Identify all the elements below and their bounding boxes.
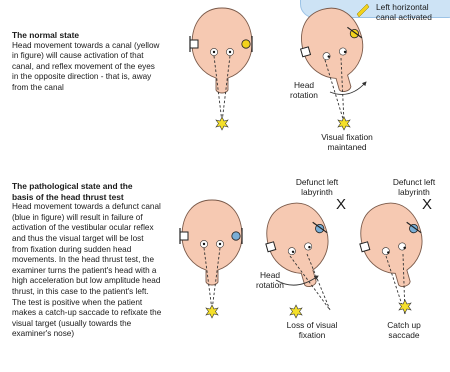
blue-canal-icon	[232, 232, 240, 240]
label-line: Loss of visual	[270, 320, 354, 330]
label-head-rotation-top: Head rotation	[280, 80, 328, 100]
label-line: labyrinth	[378, 187, 450, 197]
visual-target-star	[399, 300, 411, 313]
label-line: Head	[280, 80, 328, 90]
mark-x-b: X	[420, 197, 434, 213]
label-line: Defunct left	[282, 177, 352, 187]
label-line: Left horizontal	[376, 2, 450, 12]
head-outline	[192, 8, 252, 93]
visual-target-star	[338, 117, 350, 130]
head-normal-straight	[190, 8, 252, 93]
label-line: Catch up	[372, 320, 436, 330]
label-line: Head	[246, 270, 294, 280]
label-line: Visual fixation	[302, 132, 392, 142]
visual-target-star	[216, 117, 228, 130]
mark-x-a: X	[334, 197, 348, 213]
label-defunct-labyrinth-b: Defunct left labyrinth	[378, 177, 450, 197]
head-outline	[182, 200, 242, 285]
label-catch-up-saccade: Catch up saccade	[372, 320, 436, 340]
label-visual-fixation: Visual fixation maintaned	[302, 132, 392, 152]
visual-target-star	[206, 305, 218, 318]
yellow-canal-icon	[242, 40, 250, 48]
label-canal-activated: Left horizontal canal activated	[376, 2, 450, 22]
label-line: saccade	[372, 330, 436, 340]
head-pathological-straight	[180, 200, 242, 285]
label-line: rotation	[280, 90, 328, 100]
label-head-rotation-bottom: Head rotation	[246, 270, 294, 290]
yellow-activation-marker	[357, 4, 369, 17]
visual-target-star	[290, 305, 302, 318]
label-line: canal activated	[376, 12, 450, 22]
label-line: Defunct left	[378, 177, 450, 187]
label-line: maintaned	[302, 142, 392, 152]
label-line: rotation	[246, 280, 294, 290]
label-defunct-labyrinth-a: Defunct left labyrinth	[282, 177, 352, 197]
label-line: fixation	[270, 330, 354, 340]
left-ear-canal	[190, 40, 198, 48]
label-loss-of-fixation: Loss of visual fixation	[270, 320, 354, 340]
